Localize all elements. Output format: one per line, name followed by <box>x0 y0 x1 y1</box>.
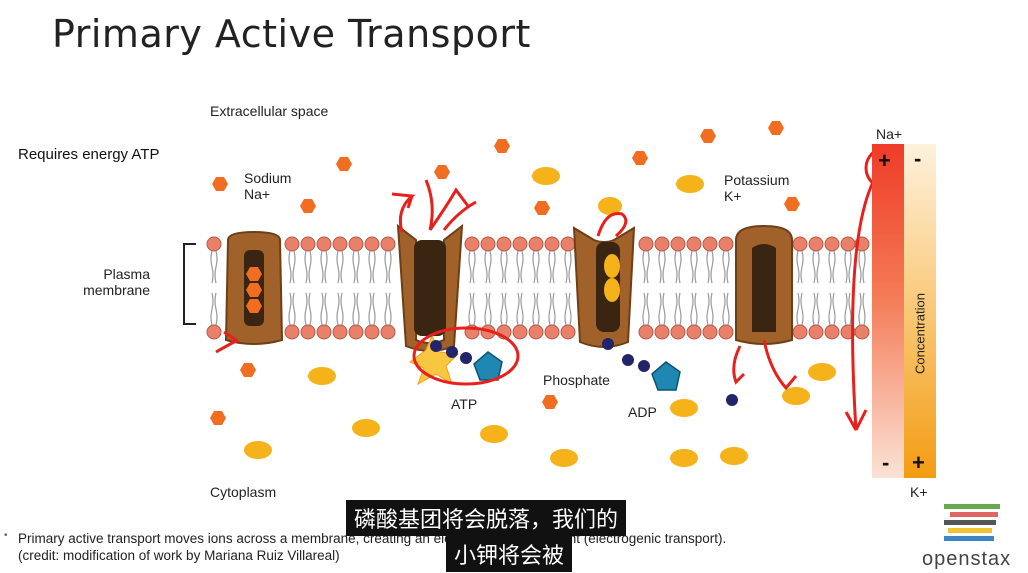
phosphate-label: Phosphate <box>543 372 610 388</box>
adp-molecule <box>602 338 738 406</box>
caption-bullet: • <box>4 530 8 541</box>
pump-protein-3 <box>572 226 636 348</box>
k-minus-sign: - <box>914 146 922 171</box>
openstax-logo-text: openstax <box>922 548 1012 570</box>
potassium-ions <box>244 167 836 467</box>
k-plus-sign: + <box>912 450 925 475</box>
gradient-bottom-ion: K+ <box>910 484 928 500</box>
concentration-gradient <box>872 144 936 478</box>
pump-protein-1 <box>224 230 284 345</box>
sodium-label: Sodium Na+ <box>244 170 292 202</box>
openstax-logo-mark <box>944 504 1000 541</box>
pump-protein-2 <box>396 223 464 352</box>
plasma-membrane-label: Plasma membrane <box>83 266 150 298</box>
na-plus-sign: + <box>878 148 891 173</box>
requirement-note: Requires energy ATP <box>18 146 160 163</box>
gradient-top-ion: Na+ <box>876 126 903 142</box>
pump-protein-4 <box>735 224 793 345</box>
page-title: Primary Active Transport <box>52 12 531 56</box>
concentration-label: Concentration <box>912 293 928 374</box>
extracellular-label: Extracellular space <box>210 103 329 119</box>
atp-molecule <box>409 334 503 386</box>
subtitle-line-2: 小钾将会被 <box>446 536 573 572</box>
cytoplasm-label: Cytoplasm <box>210 484 277 500</box>
potassium-label: Potassium K+ <box>724 172 790 204</box>
membrane-bracket <box>183 243 196 325</box>
na-minus-sign: - <box>882 450 890 475</box>
atp-label: ATP <box>451 396 478 412</box>
subtitle-line-1: 磷酸基团将会脱落，我们的 <box>346 500 627 536</box>
adp-label: ADP <box>628 404 657 420</box>
